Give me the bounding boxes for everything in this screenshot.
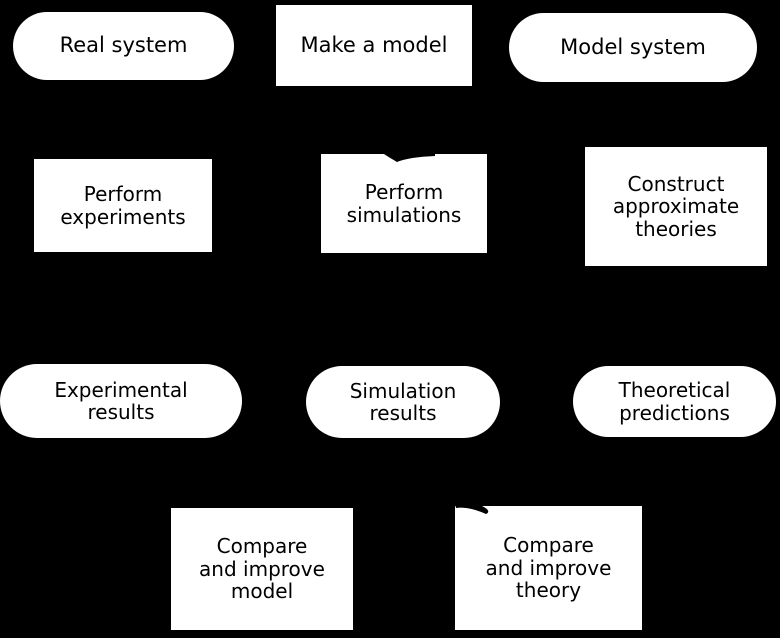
node-label-make-a-model: Make a model bbox=[300, 32, 448, 57]
node-perform-simulations: Perform simulations bbox=[321, 154, 487, 253]
node-label-compare-and-improve-theory: Compare and improve theory bbox=[485, 533, 612, 603]
node-simulation-results: Simulation results bbox=[306, 366, 500, 438]
node-experimental-results: Experimental results bbox=[0, 364, 242, 438]
node-model-system: Model system bbox=[509, 13, 757, 82]
node-make-a-model: Make a model bbox=[276, 5, 472, 86]
node-label-experimental-results: Experimental results bbox=[54, 377, 188, 424]
node-real-system: Real system bbox=[13, 12, 234, 80]
node-compare-and-improve-model: Compare and improve model bbox=[171, 508, 353, 630]
node-label-compare-and-improve-model: Compare and improve model bbox=[199, 534, 325, 604]
node-perform-experiments: Perform experiments bbox=[34, 159, 212, 252]
node-theoretical-predictions: Theoretical predictions bbox=[573, 366, 776, 437]
node-label-simulation-results: Simulation results bbox=[349, 378, 457, 425]
node-label-perform-experiments: Perform experiments bbox=[60, 182, 186, 229]
node-compare-and-improve-theory: Compare and improve theory bbox=[455, 506, 642, 630]
node-label-perform-simulations: Perform simulations bbox=[346, 180, 462, 227]
node-label-model-system: Model system bbox=[560, 34, 706, 59]
node-label-construct-approximate-theories: Construct approximate theories bbox=[612, 171, 740, 241]
node-label-real-system: Real system bbox=[59, 33, 188, 58]
node-label-theoretical-predictions: Theoretical predictions bbox=[618, 378, 731, 425]
node-construct-approximate-theories: Construct approximate theories bbox=[585, 147, 767, 266]
